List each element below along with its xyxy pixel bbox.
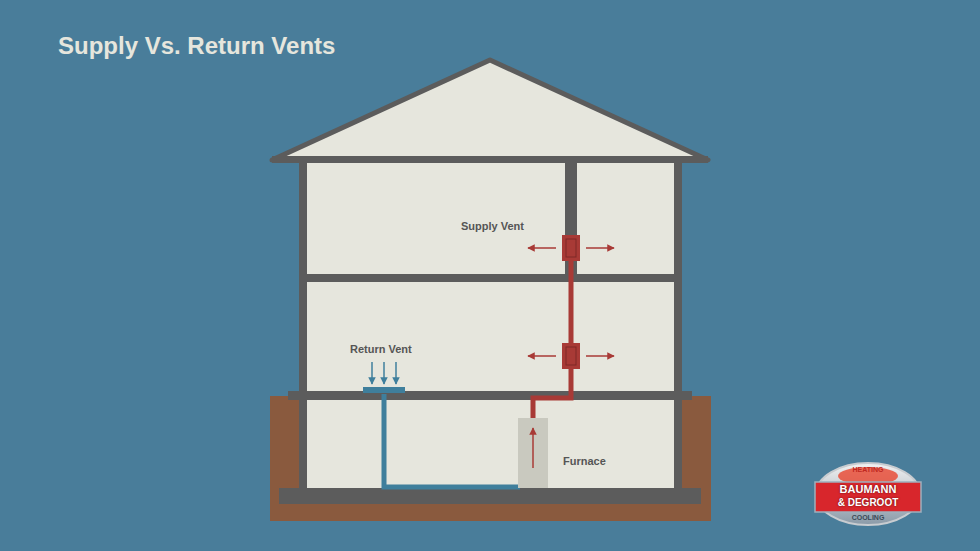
logo-text: & DEGROOT xyxy=(838,497,899,508)
roof xyxy=(272,60,708,160)
ground xyxy=(270,396,711,521)
supply-vent xyxy=(562,343,580,369)
part-label: Furnace xyxy=(563,455,606,467)
logo-text: HEATING xyxy=(853,466,884,474)
supply-vent xyxy=(562,235,580,261)
supply-duct xyxy=(533,238,571,418)
logo-band xyxy=(815,482,921,512)
return-grate xyxy=(363,387,405,393)
return-duct xyxy=(384,394,520,487)
logo-text: BAUMANN xyxy=(840,483,897,495)
slab xyxy=(279,488,701,504)
part-label: Supply Vent xyxy=(461,220,524,232)
basement xyxy=(305,400,676,490)
logo-badge xyxy=(816,463,920,525)
part-label: Return Vent xyxy=(350,343,412,355)
logo-text: COOLING xyxy=(852,514,885,522)
furnace xyxy=(518,418,548,488)
title: Supply Vs. Return Vents xyxy=(58,33,335,59)
